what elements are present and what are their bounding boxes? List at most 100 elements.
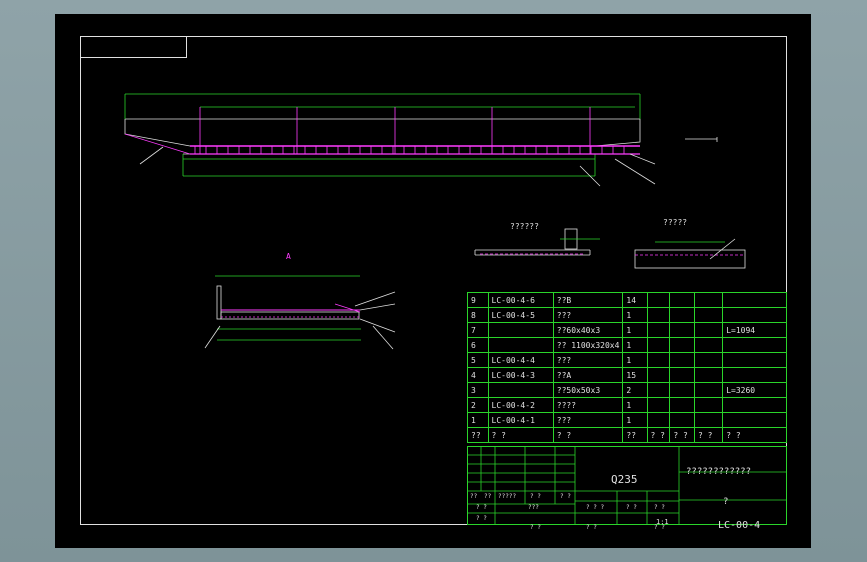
bom-cell	[487, 337, 554, 353]
detail-view-right	[634, 238, 746, 269]
bom-cell	[722, 412, 787, 428]
tb-cell-b: ??	[484, 493, 492, 500]
bom-cell: ??	[622, 427, 648, 443]
bom-cell: LC-00-4-2	[487, 397, 554, 413]
bom-cell: LC-00-4-4	[487, 352, 554, 368]
bom-cell	[693, 292, 724, 308]
bom-cell: 7	[467, 322, 489, 338]
bom-cell	[646, 322, 671, 338]
detail-view-left-label: ??????	[510, 222, 539, 231]
bom-header-row: ??? ?? ???? ?? ?? ?? ?	[467, 427, 787, 443]
bom-cell: ? ?	[552, 427, 624, 443]
bom-cell	[646, 352, 671, 368]
bom-cell: 15	[622, 367, 648, 383]
bom-cell	[669, 397, 695, 413]
bom-cell: 6	[467, 337, 489, 353]
bom-cell: ?? 1100x320x4	[552, 337, 624, 353]
cad-drawing	[124, 93, 746, 350]
drawing-number: LC-00-4	[718, 520, 761, 531]
bom-cell: 1	[622, 322, 648, 338]
bom-cell: ??	[467, 427, 489, 443]
bom-cell: 8	[467, 307, 489, 323]
tb-cell-e: ? ?	[560, 493, 571, 500]
bom-cell	[722, 292, 787, 308]
section-mark-label: A	[286, 252, 291, 261]
bom-cell: ??A	[552, 367, 624, 383]
bom-cell	[693, 307, 724, 323]
bom-cell: ? ?	[669, 427, 695, 443]
tb-cell-i: ? ?	[626, 504, 637, 511]
bom-cell	[722, 367, 787, 383]
bom-cell: LC-00-4-6	[487, 292, 554, 308]
bom-cell	[646, 292, 671, 308]
bom-cell	[669, 352, 695, 368]
bom-cell	[669, 307, 695, 323]
detail-view-right-label: ?????	[663, 218, 688, 227]
tb-cell-g: ???	[528, 504, 539, 511]
bom-cell	[669, 367, 695, 383]
tb-cell-k: ? ?	[476, 515, 487, 522]
bom-cell	[693, 397, 724, 413]
bom-cell	[693, 382, 724, 398]
scale-label: 1:1	[656, 518, 669, 526]
right-leader-detail	[685, 137, 718, 142]
bom-cell	[669, 292, 695, 308]
bom-cell: 9	[467, 292, 489, 308]
tb-cell-l: ? ?	[530, 524, 541, 531]
drawing-border	[80, 36, 787, 525]
bom-cell	[646, 337, 671, 353]
bom-cell: ???	[552, 412, 624, 428]
unit-label: ?	[723, 497, 729, 507]
bom-cell	[722, 352, 787, 368]
tb-cell-m: ? ?	[586, 524, 597, 531]
tb-cell-h: ? ? ?	[586, 504, 605, 511]
title-block: Q235 ???????????? ? LC-00-4 1:1 ?? ?? ??…	[467, 446, 787, 531]
bom-cell: LC-00-4-1	[487, 412, 554, 428]
bom-cell	[646, 397, 671, 413]
drawing-title-text: ????????????	[686, 467, 752, 477]
material-label: Q235	[611, 473, 638, 486]
bom-cell: ??60x40x3	[552, 322, 624, 338]
bom-cell: ??B	[552, 292, 624, 308]
tb-cell-f: ? ?	[476, 504, 487, 511]
bom-cell	[722, 337, 787, 353]
tb-cell-a: ??	[470, 493, 478, 500]
bom-cell: ? ?	[646, 427, 671, 443]
bom-cell	[487, 322, 554, 338]
bom-cell: ? ?	[693, 427, 724, 443]
bom-cell: 14	[622, 292, 648, 308]
bom-cell: 1	[622, 337, 648, 353]
vertical-section-lines	[199, 107, 591, 154]
bom-cell	[669, 322, 695, 338]
bom-cell: ????	[552, 397, 624, 413]
bom-cell	[669, 337, 695, 353]
bom-cell	[693, 352, 724, 368]
bom-cell	[722, 397, 787, 413]
tb-cell-c: ?????	[498, 493, 517, 500]
bom-cell: 1	[622, 352, 648, 368]
tb-cell-d: ? ?	[530, 493, 541, 500]
bom-cell: ???	[552, 307, 624, 323]
tb-cell-n: ? ?	[654, 524, 665, 531]
bom-cell	[693, 337, 724, 353]
bom-cell	[693, 367, 724, 383]
bom-cell	[487, 382, 554, 398]
bom-cell: 3	[467, 382, 489, 398]
bom-cell: 1	[622, 397, 648, 413]
bom-cell	[646, 382, 671, 398]
detail-view-left	[474, 228, 600, 256]
tb-cell-j: ? ?	[654, 504, 665, 511]
bom-cell	[646, 412, 671, 428]
bom-cell	[646, 367, 671, 383]
bom-cell	[669, 412, 695, 428]
bom-cell: 1	[622, 307, 648, 323]
bom-cell: L=1094	[722, 322, 787, 338]
